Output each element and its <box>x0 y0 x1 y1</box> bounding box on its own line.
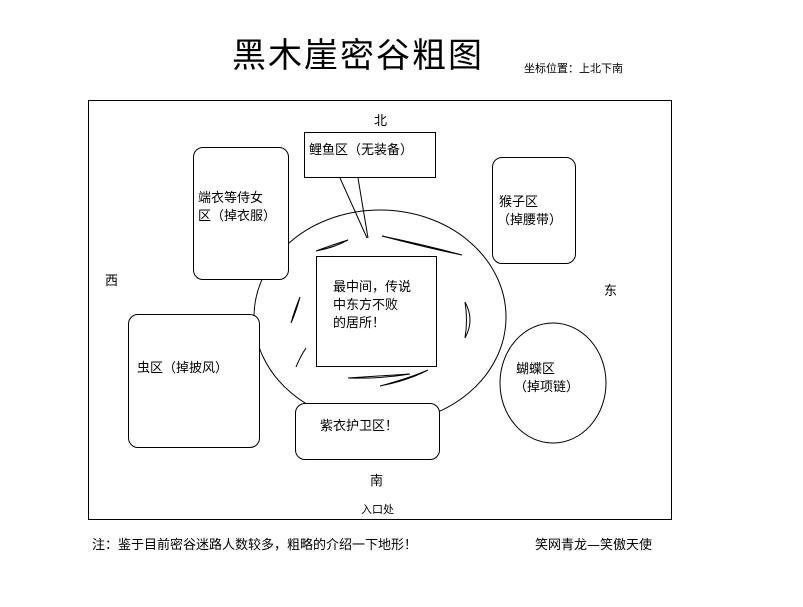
footer-author: 笑网青龙—笑傲天使 <box>535 538 653 553</box>
label-entrance: 入口处 <box>361 503 394 516</box>
zone-monkey-label-1: 猴子区 <box>499 195 539 210</box>
label-north: 北 <box>374 114 388 129</box>
callout-line-1 <box>339 177 368 239</box>
swirl-stroke <box>381 235 463 256</box>
swirl-stroke <box>347 373 411 379</box>
zone-center: 最中间，传说 中东方不败 的居所！ <box>316 256 437 367</box>
butterfly-ellipse <box>499 322 607 444</box>
zone-guard: 紫衣护卫区！ <box>295 403 440 460</box>
zone-insect-label: 虫区（掉披风） <box>137 361 229 376</box>
label-south: 南 <box>370 474 384 489</box>
zone-maid-label-2: 区（掉衣服） <box>198 209 277 224</box>
swirl-stroke <box>315 239 349 252</box>
swirl-stroke <box>290 296 301 324</box>
map-frame <box>88 100 672 520</box>
swirl-stroke <box>379 369 429 387</box>
zone-carp-label: 鲤鱼区（无装备） <box>309 143 414 158</box>
footer-note: 注：鉴于目前密谷迷路人数较多，粗略的介绍一下地形！ <box>92 538 418 553</box>
zone-maid-label-1: 端衣等侍女 <box>198 191 264 206</box>
page-title: 黑木崖密谷粗图 <box>232 36 484 76</box>
label-west: 西 <box>105 274 119 289</box>
zone-carp: 鲤鱼区（无装备） <box>304 132 436 178</box>
zone-monkey-label-2: （掉腰带） <box>497 213 563 228</box>
zone-guard-label: 紫衣护卫区！ <box>320 419 399 434</box>
zone-center-label-3: 的居所！ <box>333 316 386 331</box>
label-east: 东 <box>604 284 618 299</box>
swirl-stroke <box>464 301 471 339</box>
zone-center-label-2: 中东方不败 <box>333 298 399 313</box>
zone-center-label-1: 最中间，传说 <box>333 280 412 295</box>
swirl-stroke <box>295 347 307 368</box>
zone-butterfly-label-2: （掉项链） <box>514 380 580 395</box>
zone-insect: 虫区（掉披风） <box>128 314 260 448</box>
zone-butterfly-label-1: 蝴蝶区 <box>516 362 556 377</box>
callout-line-2 <box>357 177 369 239</box>
zone-maid: 端衣等侍女 区（掉衣服） <box>193 147 289 280</box>
coordinate-note: 坐标位置：上北下南 <box>524 62 623 75</box>
zone-monkey: 猴子区 （掉腰带） <box>492 157 576 264</box>
